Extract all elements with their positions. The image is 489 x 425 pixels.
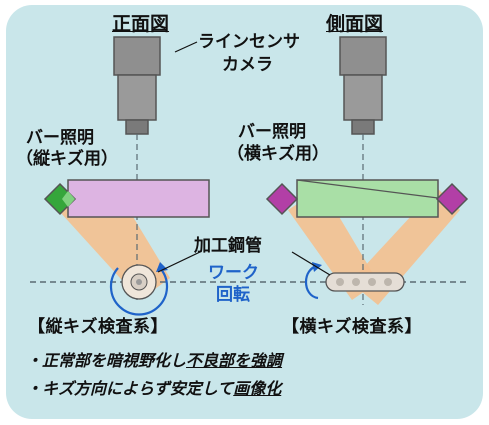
vertical-flaw-system-label: 【縦キズ検査系】 — [28, 317, 168, 337]
bullet-2-emphasis: 画像化 — [233, 379, 282, 398]
rotation-label-line1: ワーク — [208, 263, 259, 283]
front-lens-bar — [67, 179, 210, 218]
pipe-leader-line — [157, 251, 201, 273]
camera-label-line2: カメラ — [222, 55, 273, 75]
side-view-title: 側面図 — [326, 13, 384, 35]
front-light-label-line2: （縦キズ用） — [16, 149, 118, 169]
front-view-title: 正面図 — [112, 13, 170, 35]
side-lens-bar — [296, 179, 439, 218]
pipe-label: 加工鋼管 — [194, 236, 262, 256]
pipe-leader-line-right — [291, 251, 331, 276]
rotation-arrow-front — [109, 267, 169, 316]
horizontal-flaw-system-label: 【横キズ検査系】 — [282, 317, 422, 337]
rotation-label-line2: 回転 — [216, 285, 250, 305]
side-light-label-line2: （横キズ用） — [227, 144, 329, 164]
bullet-2: ・キズ方向によらず安定して画像化 — [26, 375, 281, 399]
bullet-1-marker: ・ — [26, 351, 43, 370]
pipe-side-view — [325, 272, 405, 292]
side-camera — [339, 36, 387, 135]
bullet-2-marker: ・ — [26, 379, 43, 398]
side-bar-light-right — [435, 182, 469, 216]
camera-label-line1: ラインセンサ — [198, 32, 300, 52]
bullet-1-emphasis: 不良部を強調 — [186, 351, 283, 370]
side-bar-light-left — [265, 182, 299, 216]
bullet-1-text: 正常部を暗視野化し — [42, 351, 187, 370]
bullet-2-text: キズ方向によらず安定して — [42, 379, 234, 398]
pipe-cross-section — [121, 264, 157, 300]
side-light-label-line1: バー照明 — [238, 122, 306, 142]
camera-leader-line — [174, 41, 198, 53]
front-camera — [113, 36, 161, 135]
front-light-label-line1: バー照明 — [26, 128, 94, 148]
bullet-1: ・正常部を暗視野化し不良部を強調 — [26, 347, 282, 371]
